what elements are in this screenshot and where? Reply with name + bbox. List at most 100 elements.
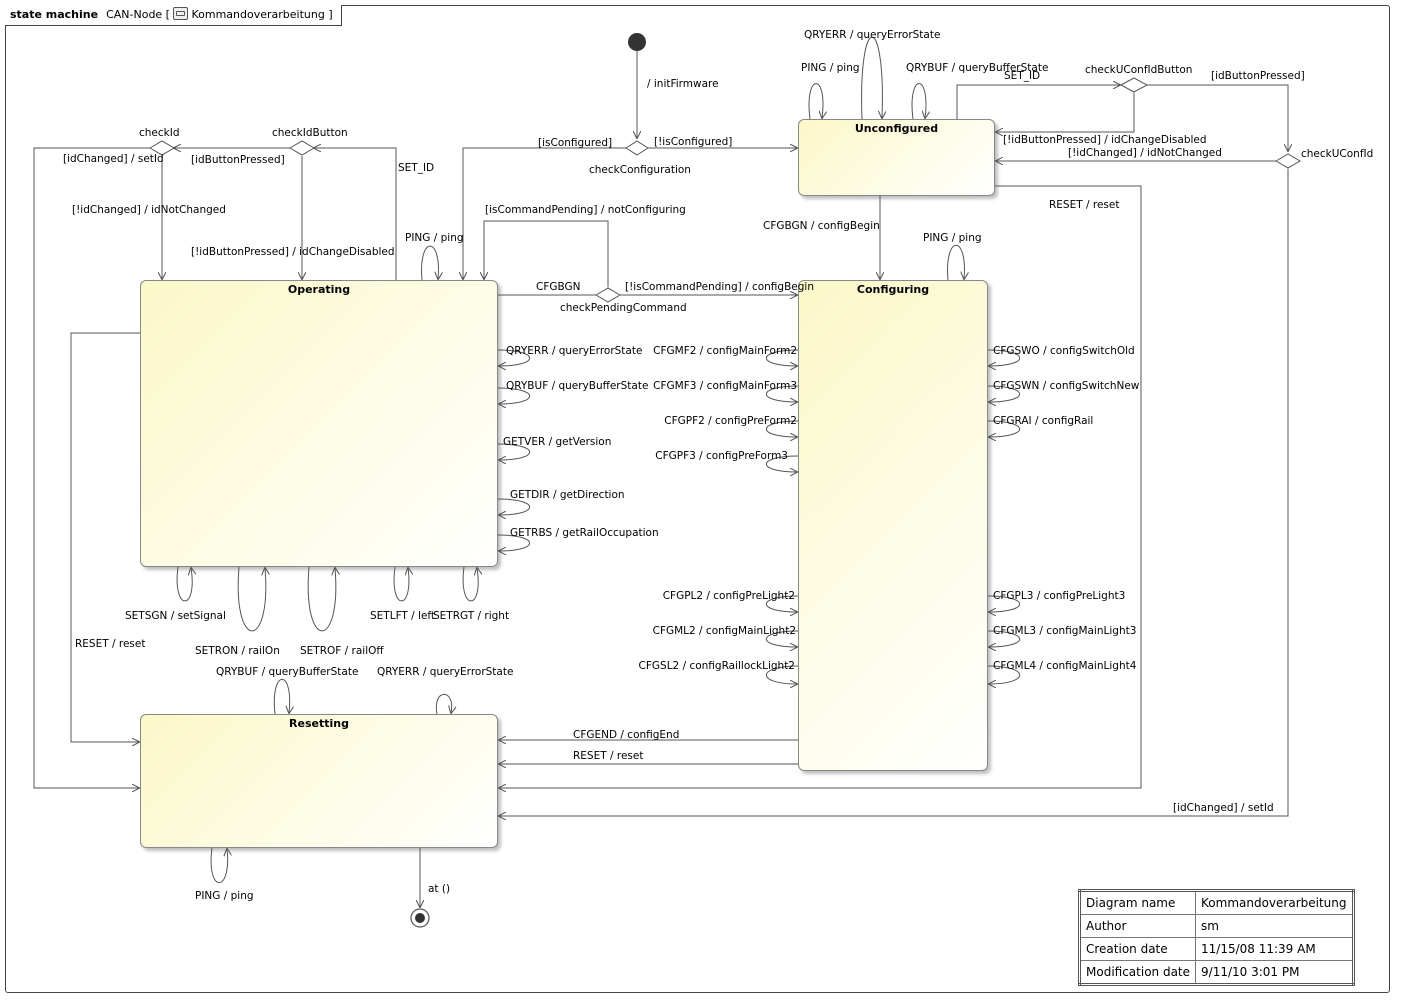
label-setrgt: SETRGT / right bbox=[433, 610, 509, 622]
label-setlft: SETLFT / left bbox=[370, 610, 435, 622]
label-idbutton-pressed-op: [idButtonPressed] bbox=[191, 154, 285, 166]
label-id-not-changed-un: [!idChanged] / idNotChanged bbox=[1068, 147, 1222, 159]
label-cfgml2: CFGML2 / configMainLight2 bbox=[653, 625, 796, 637]
label-qrybuf-res: QRYBUF / queryBufferState bbox=[216, 666, 358, 678]
edge-reset-op bbox=[70, 332, 140, 742]
edge-getrbs bbox=[497, 534, 531, 551]
edge-setron bbox=[237, 567, 266, 632]
edge-cfgmf2 bbox=[765, 349, 799, 366]
choice-check-pending-command bbox=[595, 287, 621, 303]
choice-check-uconf-id-button bbox=[1119, 77, 1149, 93]
edge-setlft bbox=[393, 567, 409, 602]
info-row: Creation date 11/15/08 11:39 AM bbox=[1078, 937, 1354, 961]
edge-is-configured bbox=[463, 147, 626, 279]
label-cfgmf3: CFGMF3 / configMainForm3 bbox=[653, 380, 797, 392]
frame-close: ] bbox=[328, 8, 333, 21]
label-cfgpl3: CFGPL3 / configPreLight3 bbox=[993, 590, 1125, 602]
state-title: Configuring bbox=[856, 283, 930, 296]
edge-cfgswn bbox=[987, 385, 1021, 402]
label-check-id: checkId bbox=[139, 127, 180, 139]
label-qrybuf-op: QRYBUF / queryBufferState bbox=[506, 380, 648, 392]
info-value: 11/15/08 11:39 AM bbox=[1195, 937, 1354, 961]
label-config-begin: [!isCommandPending] / configBegin bbox=[625, 281, 814, 293]
label-qryerr-res: QRYERR / queryErrorState bbox=[377, 666, 513, 678]
label-setid-op: SET_ID bbox=[398, 162, 434, 174]
label-cfgend: CFGEND / configEnd bbox=[573, 729, 679, 741]
label-at: at () bbox=[428, 883, 450, 895]
label-qryerr-op: QRYERR / queryErrorState bbox=[506, 345, 642, 357]
info-row: Modification date 9/11/10 3:01 PM bbox=[1078, 960, 1354, 985]
label-not-configuring: [isCommandPending] / notConfiguring bbox=[485, 204, 686, 216]
edge-qryerr-op bbox=[497, 349, 531, 366]
edge-cfgpl3 bbox=[987, 595, 1021, 612]
info-row: Author sm bbox=[1078, 914, 1354, 938]
edge-setid-op bbox=[314, 148, 397, 280]
state-operating[interactable]: Operating bbox=[140, 280, 498, 567]
label-idbutton-not-pressed-un: [!idButtonPressed] / idChangeDisabled bbox=[1003, 134, 1207, 146]
edge-cfgsl2 bbox=[766, 665, 799, 684]
label-check-uconf-id: checkUConfId bbox=[1301, 148, 1373, 160]
edge-idbutton-not-pressed-un bbox=[996, 93, 1135, 132]
label-check-pending-command: checkPendingCommand bbox=[560, 302, 687, 314]
label-ping-cfg: PING / ping bbox=[923, 232, 982, 244]
choice-check-id bbox=[149, 140, 175, 156]
label-reset-cfg: RESET / reset bbox=[573, 750, 643, 762]
label-cfgbgn-op: CFGBGN bbox=[536, 281, 581, 293]
label-qrybuf-un: QRYBUF / queryBufferState bbox=[906, 62, 1048, 74]
edge-getver bbox=[497, 443, 531, 460]
label-reset-op: RESET / reset bbox=[75, 638, 145, 650]
label-id-changed-un: [idChanged] / setId bbox=[1173, 802, 1274, 814]
edge-idbutton-pressed-un bbox=[1146, 84, 1288, 151]
label-id-not-changed-op: [!idChanged] / idNotChanged bbox=[72, 204, 226, 216]
label-cfgrai: CFGRAI / configRail bbox=[993, 415, 1093, 427]
edge-cfgpf3 bbox=[765, 455, 799, 472]
edge-qrybuf-op bbox=[497, 387, 531, 404]
label-qryerr-un: QRYERR / queryErrorState bbox=[804, 29, 940, 41]
state-resetting[interactable]: Resetting bbox=[140, 714, 498, 848]
diagram-frame bbox=[5, 5, 1390, 993]
edge-setid-un bbox=[956, 85, 1120, 119]
label-init-firmware: / initFirmware bbox=[647, 78, 719, 90]
info-label: Author bbox=[1078, 914, 1197, 938]
label-check-uconf-id-button: checkUConfIdButton bbox=[1085, 64, 1192, 76]
edge-qryerr-res bbox=[435, 694, 451, 714]
edge-ping-res bbox=[210, 848, 228, 883]
statemachine-icon bbox=[173, 7, 189, 20]
label-cfgpf2: CFGPF2 / configPreForm2 bbox=[664, 415, 797, 427]
diagram-info-table: Diagram name Kommandoverarbeitung Author… bbox=[1078, 889, 1355, 986]
info-label: Modification date bbox=[1078, 960, 1197, 985]
label-cfgswn: CFGSWN / configSwitchNew bbox=[993, 380, 1140, 392]
state-title: Unconfigured bbox=[854, 122, 939, 135]
edge-qrybuf-un bbox=[911, 83, 926, 119]
state-configuring[interactable]: Configuring bbox=[798, 280, 988, 771]
edge-not-configuring bbox=[484, 220, 609, 287]
edge-setsgn bbox=[176, 567, 192, 602]
label-not-configured: [!isConfigured] bbox=[654, 136, 732, 148]
edge-cfgpf2 bbox=[765, 420, 799, 437]
initial-node bbox=[628, 33, 646, 51]
label-setron: SETRON / railOn bbox=[195, 645, 280, 657]
state-title: Operating bbox=[287, 283, 351, 296]
info-label: Diagram name bbox=[1078, 890, 1197, 915]
label-getdir: GETDIR / getDirection bbox=[510, 489, 625, 501]
label-check-configuration: checkConfiguration bbox=[589, 164, 691, 176]
edge-ping-op bbox=[421, 245, 439, 280]
frame-kind: state machine bbox=[10, 8, 99, 21]
label-cfgsl2: CFGSL2 / configRaillockLight2 bbox=[639, 660, 795, 672]
state-unconfigured[interactable]: Unconfigured bbox=[798, 119, 995, 196]
label-reset-un: RESET / reset bbox=[1049, 199, 1119, 211]
label-ping-op: PING / ping bbox=[405, 232, 464, 244]
choice-check-uconf-id bbox=[1275, 153, 1301, 169]
edge-cfgml4 bbox=[987, 665, 1020, 684]
edge-id-changed-un bbox=[499, 169, 1289, 816]
label-getrbs: GETRBS / getRailOccupation bbox=[510, 527, 659, 539]
edge-ping-cfg bbox=[947, 245, 965, 280]
choice-check-configuration bbox=[625, 140, 649, 156]
info-value: 9/11/10 3:01 PM bbox=[1195, 960, 1354, 985]
label-id-changed-op: [idChanged] / setId bbox=[63, 153, 164, 165]
edge-cfgpl2 bbox=[765, 595, 799, 612]
label-cfgpf3: CFGPF3 / configPreForm3 bbox=[655, 450, 788, 462]
label-check-id-button: checkIdButton bbox=[272, 127, 348, 139]
